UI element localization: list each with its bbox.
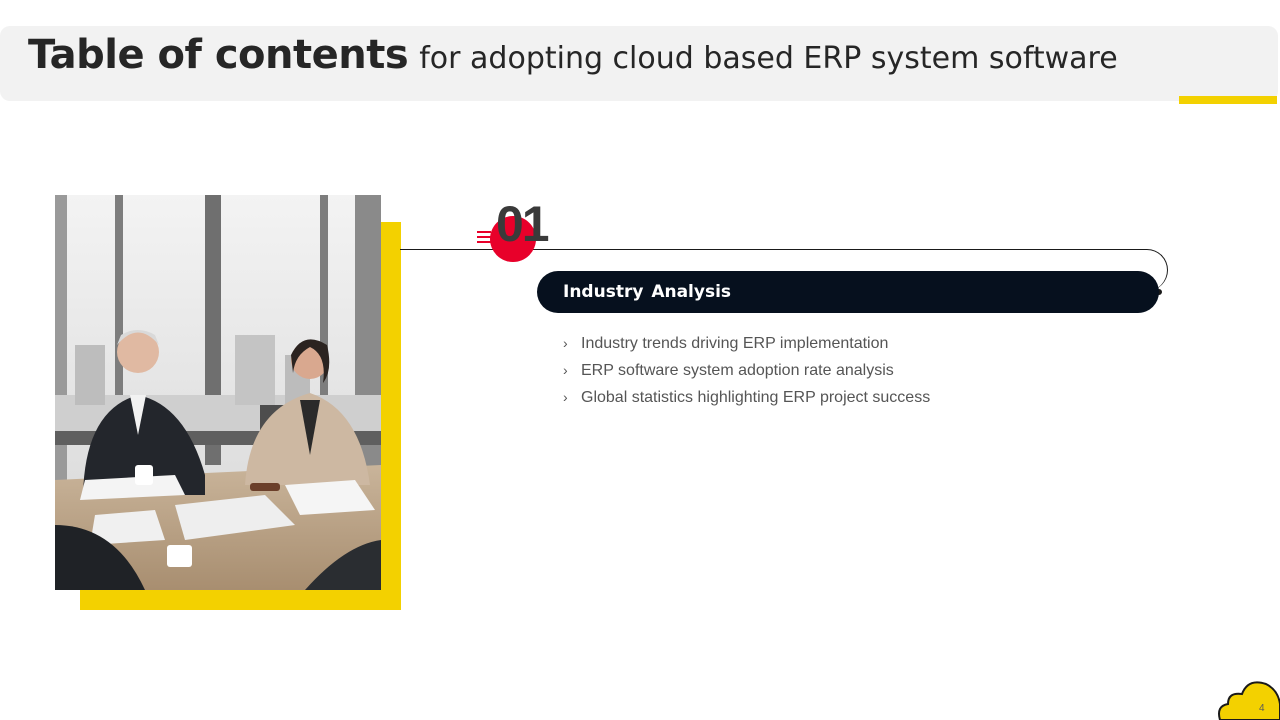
- chevron-right-icon: ›: [563, 389, 568, 405]
- page-title-subtitle: for adopting cloud based ERP system soft…: [419, 41, 1118, 76]
- page-title: Table of contents for adopting cloud bas…: [28, 32, 1118, 78]
- cloud-icon: [1218, 681, 1280, 720]
- chevron-right-icon: ›: [563, 362, 568, 378]
- business-meeting-photo: [55, 195, 381, 590]
- list-item-label: ERP software system adoption rate analys…: [581, 362, 894, 379]
- title-accent-bar: [1179, 96, 1277, 104]
- section-number: 01: [496, 196, 550, 252]
- timeline-connector: [400, 249, 1168, 291]
- list-item[interactable]: › ERP software system adoption rate analy…: [563, 360, 930, 387]
- chevron-right-icon: ›: [563, 335, 568, 351]
- title-bar: [0, 26, 1278, 101]
- section-items-list: › Industry trends driving ERP implementat…: [563, 333, 930, 414]
- list-item-label: Industry trends driving ERP implementati…: [581, 335, 889, 352]
- meeting-illustration: [55, 195, 381, 590]
- red-lines-icon: [477, 231, 491, 247]
- list-item[interactable]: › Global statistics highlighting ERP proj…: [563, 387, 930, 414]
- list-item-label: Global statistics highlighting ERP proje…: [581, 389, 931, 406]
- page-number: 4: [1259, 703, 1265, 714]
- red-circle-marker: [490, 216, 536, 262]
- section-title: Industry Analysis: [563, 282, 732, 302]
- list-item[interactable]: › Industry trends driving ERP implementat…: [563, 333, 930, 360]
- section-title-pill[interactable]: Industry Analysis: [537, 271, 1159, 313]
- page-title-bold: Table of contents: [28, 32, 409, 78]
